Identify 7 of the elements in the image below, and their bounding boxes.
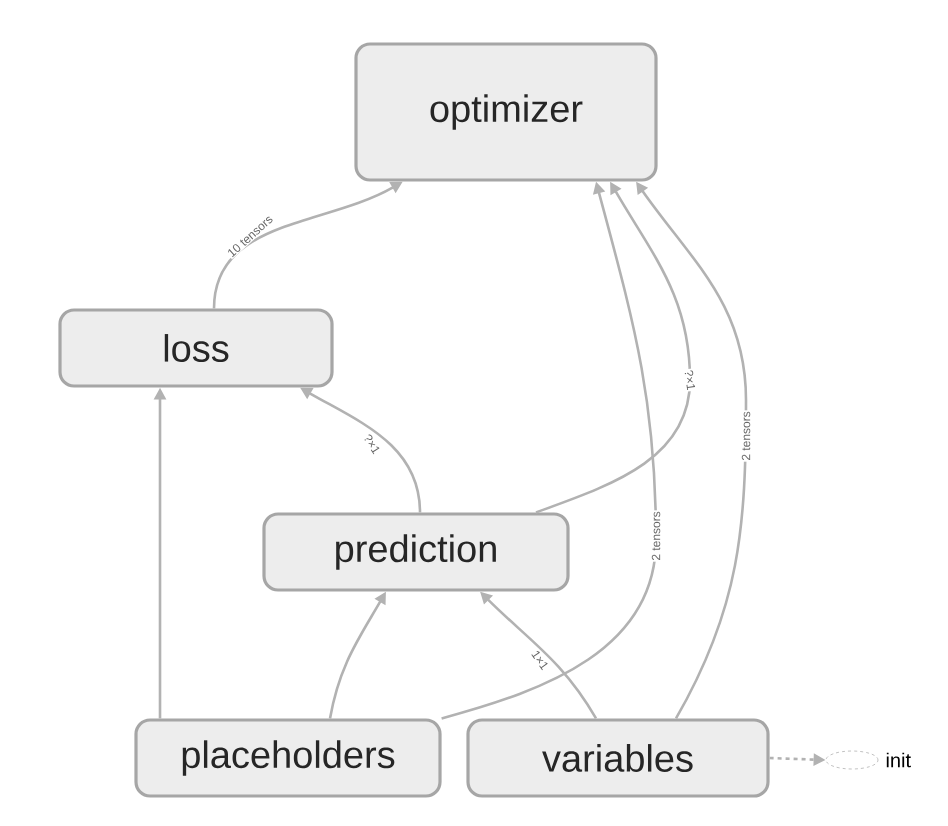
op-box: prediction — [262, 512, 570, 592]
op-box: optimizer — [354, 42, 658, 182]
op-box: loss — [58, 308, 334, 388]
op-box: variables — [466, 718, 770, 798]
dashed-ellipse — [825, 750, 879, 770]
node-label: init — [886, 752, 911, 768]
op-box: placeholders — [134, 718, 442, 798]
